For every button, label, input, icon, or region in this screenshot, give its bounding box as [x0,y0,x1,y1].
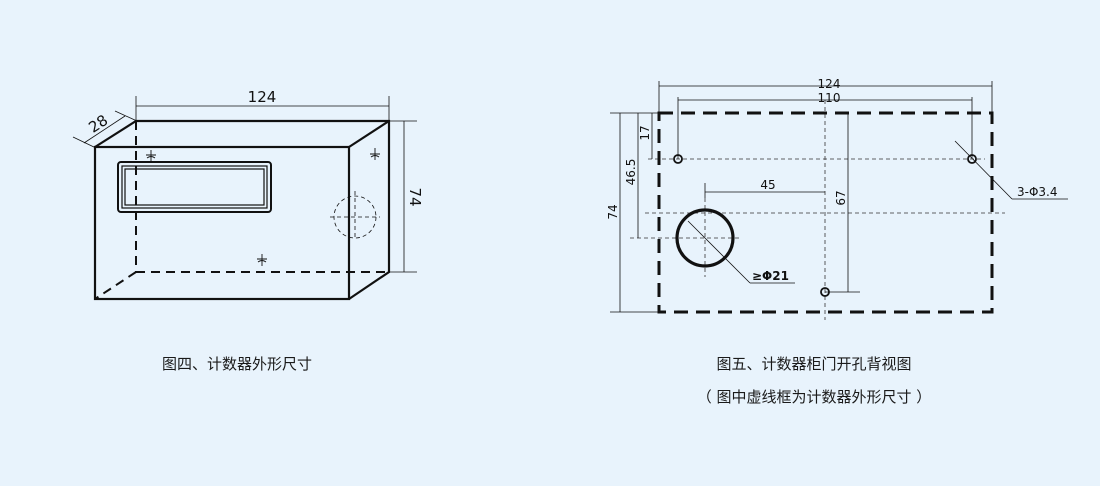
mount-holes [673,154,977,297]
figure5-dimensions [610,81,1068,313]
dim-hole-span-110: 110 [818,91,841,105]
dim-45: 45 [760,178,775,192]
dim-width-124: 124 [818,77,841,91]
dim-46-5: 46.5 [624,159,638,186]
counter-outline-dashed [657,111,994,314]
dim-width-124: 124 [248,88,277,106]
cable-hole [675,208,735,268]
centerlines [630,100,1005,320]
figure4-caption: 图四、计数器外形尺寸 [161,355,313,373]
dim-67: 67 [834,190,848,205]
counter-3d-outline [93,119,391,301]
mount-marks [146,148,380,266]
label-small-holes: 3-Φ3.4 [1017,185,1058,199]
label-big-hole: ≥Φ21 [752,269,789,283]
figure5-note: （ 图中虚线框为计数器外形尺寸 ） [696,388,932,406]
figure5-caption: 图五、计数器柜门开孔背视图 [716,355,912,373]
dim-height-74: 74 [606,204,620,219]
figure4-dimensions [72,96,417,273]
side-hole-dashed [330,191,380,240]
display-window [117,161,272,213]
dim-depth-28: 28 [85,111,111,136]
dim-height-74: 74 [406,187,424,206]
dim-17: 17 [638,125,652,140]
